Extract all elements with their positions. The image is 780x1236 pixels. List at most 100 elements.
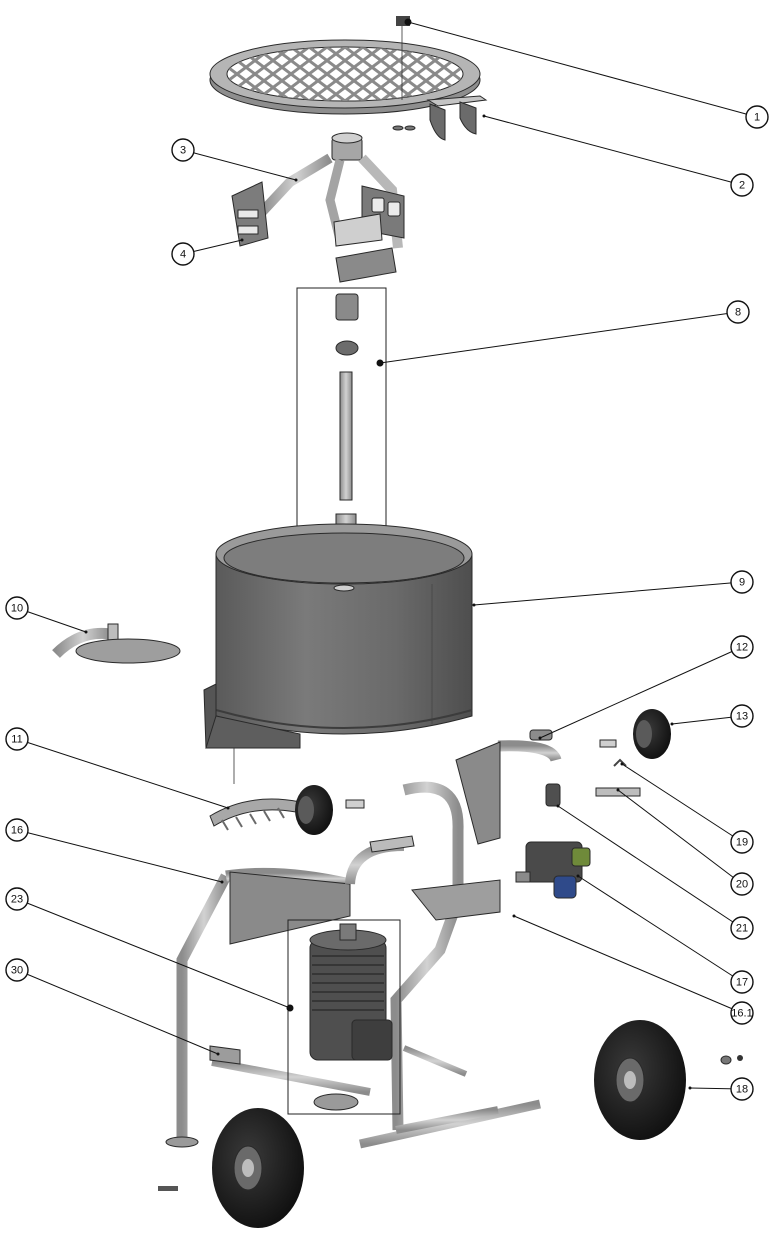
grate-bracket <box>426 95 488 141</box>
leader-tip-30 <box>216 1052 220 1056</box>
callout-circle <box>171 138 195 162</box>
callout-circle <box>5 818 29 842</box>
callout-circle <box>171 242 195 266</box>
callout-number: 2 <box>739 180 745 192</box>
leader-tip-3 <box>294 178 298 182</box>
leader-line-1 <box>407 21 758 118</box>
callout-circle <box>730 570 754 594</box>
small-wheel-left <box>295 785 365 835</box>
callout-number: 4 <box>180 249 186 261</box>
callout-16: 16 <box>5 818 29 842</box>
leader-tip-2 <box>482 114 486 118</box>
leader-tip-8 <box>376 359 384 367</box>
leader-line-16.1 <box>513 915 743 1014</box>
leader-line-12 <box>539 646 743 739</box>
callout-circle <box>730 916 754 940</box>
leader-line-3 <box>182 149 297 181</box>
callout-number: 10 <box>11 603 23 615</box>
leader-line-2 <box>483 115 743 186</box>
callout-circle <box>745 105 769 129</box>
leader-tip-17 <box>576 874 580 878</box>
callout-circle <box>730 1077 754 1101</box>
leader-tip-1 <box>404 18 412 26</box>
callout-circle <box>730 635 754 659</box>
callout-circle <box>730 872 754 896</box>
leader-tip-18 <box>688 1086 692 1090</box>
small-wheel-right <box>599 709 671 759</box>
wheel-guard <box>209 798 301 831</box>
callout-number: 3 <box>180 145 186 157</box>
callout-number: 17 <box>736 977 748 989</box>
leader-line-11 <box>16 738 229 809</box>
grate-cover <box>209 16 481 131</box>
callout-3: 3 <box>171 138 195 162</box>
mixing-paddle <box>231 132 405 283</box>
main-frame <box>165 740 562 1149</box>
callout-2: 2 <box>730 173 754 197</box>
leader-line-10 <box>16 607 87 633</box>
leader-tip-19 <box>620 762 624 766</box>
callout-21: 21 <box>730 916 754 940</box>
callout-number: 1 <box>754 112 760 124</box>
leader-tip-21 <box>556 804 560 808</box>
callout-number: 21 <box>736 923 748 935</box>
leader-line-17 <box>577 875 743 983</box>
leader-tip-4 <box>240 238 244 242</box>
callout-number: 23 <box>11 894 23 906</box>
callout-19: 19 <box>730 830 754 854</box>
leader-line-30 <box>16 969 219 1055</box>
callout-circle <box>730 970 754 994</box>
callout-30: 30 <box>5 958 29 982</box>
discharge-lever <box>52 623 181 664</box>
leader-tip-23 <box>286 1004 294 1012</box>
callout-16.1: 16.1 <box>730 1001 754 1025</box>
leader-line-20 <box>617 789 743 885</box>
callout-number: 8 <box>735 307 741 319</box>
callout-circle <box>5 958 29 982</box>
callout-circle <box>5 887 29 911</box>
callout-circle <box>5 727 29 751</box>
callout-18: 18 <box>730 1077 754 1101</box>
leader-tip-12 <box>538 736 542 740</box>
callout-circle <box>730 704 754 728</box>
callout-circle <box>730 1001 754 1025</box>
callout-number: 9 <box>739 577 745 589</box>
large-wheel-front <box>158 1108 304 1228</box>
leader-tip-16 <box>220 880 224 884</box>
electric-switch <box>515 841 591 899</box>
leader-line-21 <box>557 805 743 929</box>
motor-gearbox <box>287 919 401 1115</box>
callout-4: 4 <box>171 242 195 266</box>
small-fittings <box>545 758 641 807</box>
callout-1: 1 <box>745 105 769 129</box>
callout-12: 12 <box>730 635 754 659</box>
callout-number: 20 <box>736 879 748 891</box>
leader-line-23 <box>16 898 291 1009</box>
callout-9: 9 <box>730 570 754 594</box>
callout-number: 12 <box>736 642 748 654</box>
mixing-drum <box>203 523 473 784</box>
large-wheel-rear <box>594 1020 743 1140</box>
leader-line-19 <box>621 763 743 843</box>
leader-line-9 <box>473 581 743 606</box>
leader-tip-11 <box>226 806 230 810</box>
callout-13: 13 <box>730 704 754 728</box>
leader-tip-20 <box>616 788 620 792</box>
callout-10: 10 <box>5 596 29 620</box>
callout-23: 23 <box>5 887 29 911</box>
callout-number: 11 <box>11 734 22 746</box>
leader-line-8 <box>379 311 739 364</box>
callout-number: 30 <box>11 965 23 977</box>
lever-bracket <box>209 1045 241 1065</box>
callout-20: 20 <box>730 872 754 896</box>
callout-circle <box>730 830 754 854</box>
leader-line-16 <box>16 829 223 883</box>
callout-circle <box>726 300 750 324</box>
axle-bolt <box>529 729 553 741</box>
callout-number: 18 <box>736 1084 748 1096</box>
leader-tip-16.1 <box>512 914 516 918</box>
leader-tip-9 <box>472 603 476 607</box>
callout-number: 16.1 <box>731 1008 752 1020</box>
callout-number: 13 <box>736 711 748 723</box>
